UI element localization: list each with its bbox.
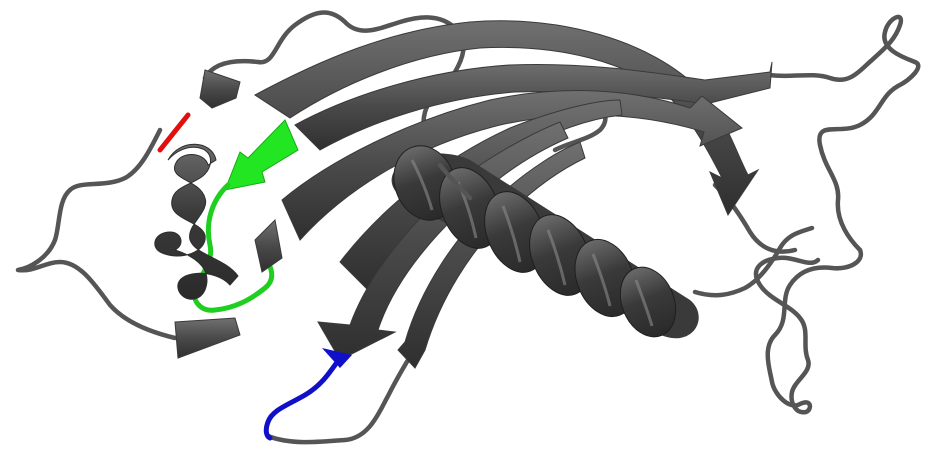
green-strand-arrow: [225, 120, 298, 190]
green-segment: [194, 120, 298, 310]
coil-right: [770, 17, 918, 250]
left-small-strand-mid: [255, 220, 282, 272]
left-top-strand: [200, 70, 240, 108]
coil-right-lower: [756, 250, 861, 412]
coil-left: [18, 130, 175, 338]
left-small-elements: [155, 70, 282, 358]
blue-coil-segment: [266, 358, 340, 438]
left-bottom-strand: [175, 318, 240, 358]
red-coil-segment: [160, 115, 188, 150]
left-small-helix: [155, 144, 238, 299]
